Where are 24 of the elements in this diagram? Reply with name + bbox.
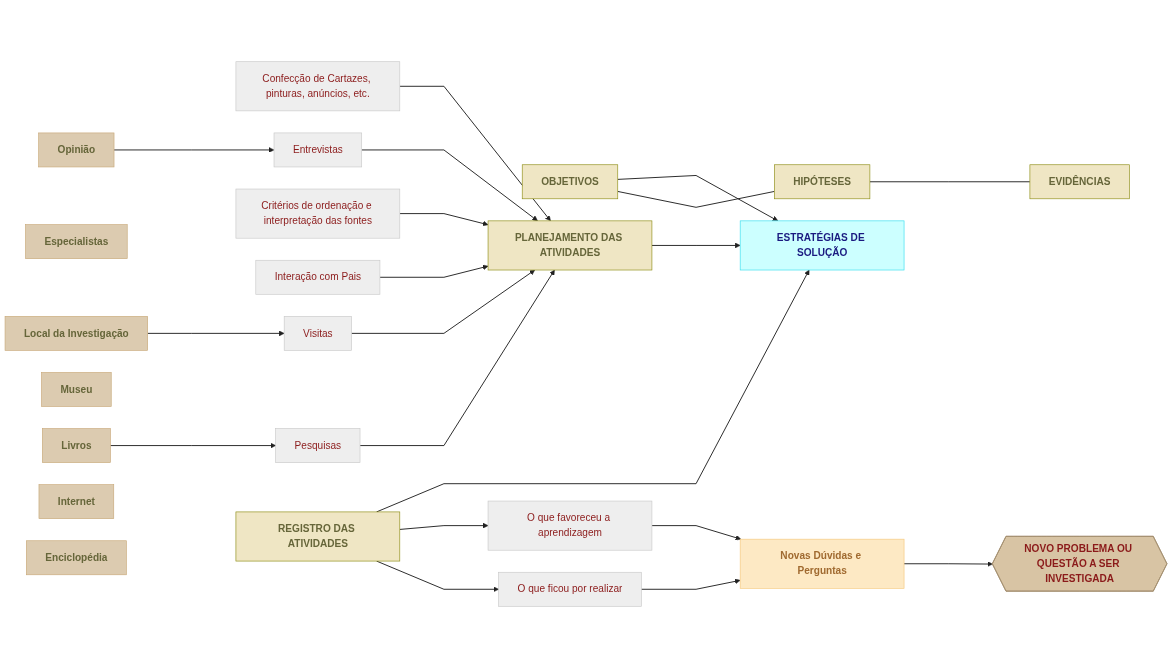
node-box: Museu	[41, 372, 112, 407]
node-box: Novas Dúvidas e Perguntas	[739, 538, 905, 589]
node-box: Especialistas	[25, 224, 128, 259]
node-box: Local da Investigação	[4, 316, 148, 351]
node-box: Interação com Pais	[255, 259, 381, 295]
node-box: OBJETIVOS	[521, 164, 619, 200]
node-box: EVIDÊNCIAS	[1029, 164, 1130, 200]
node-box: Critérios de ordenação e interpretação das fontes	[235, 188, 401, 239]
connector	[617, 190, 775, 208]
node-box: Opinião	[38, 132, 115, 168]
node-box: Internet	[38, 484, 115, 519]
node-box: O que favoreceu a aprendizagem	[487, 500, 653, 551]
node-box: Entrevistas	[273, 132, 363, 168]
node-box: REGISTRO DAS ATIVIDADES	[235, 511, 401, 562]
node-box: ESTRATÉGIAS DE SOLUÇÃO	[739, 220, 905, 271]
node-box: PLANEJAMENTO DAS ATIVIDADES	[487, 220, 653, 271]
node-box: Enciclopédia	[26, 540, 127, 576]
connector	[869, 181, 1031, 183]
node-box: Visitas	[283, 316, 352, 351]
node-box: Livros	[42, 428, 111, 463]
node-box: Pesquisas	[275, 428, 361, 463]
node-box: HIPÓTESES	[774, 164, 871, 200]
node-box: Confecção de Cartazes, pinturas, anúncios, etc.	[235, 61, 401, 112]
node-box: O que ficou por realizar	[498, 571, 642, 607]
